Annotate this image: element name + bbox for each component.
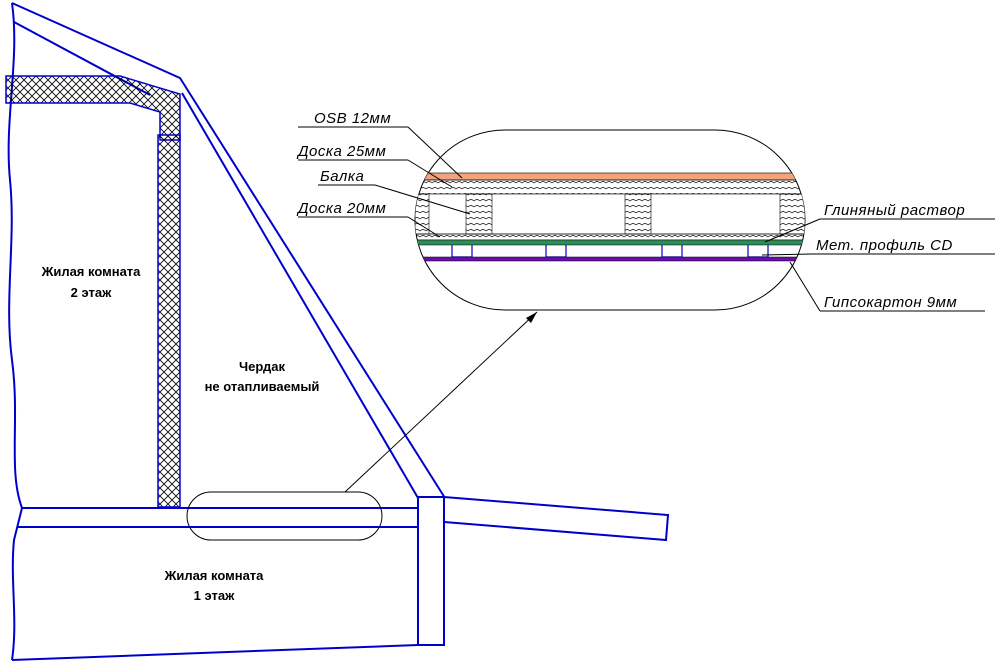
- label-profile: Мет. профиль CD: [816, 237, 953, 254]
- floor-slab: [11, 496, 670, 661]
- clay-layer: [415, 239, 805, 246]
- beam-1: [465, 193, 493, 235]
- board25-layer: [415, 179, 805, 195]
- osb-layer: [415, 172, 805, 181]
- beam-2: [624, 193, 652, 235]
- beam-3: [779, 193, 805, 235]
- label-beam: Балка: [320, 168, 364, 185]
- label-drywall: Гипсокартон 9мм: [824, 294, 957, 311]
- room-2-label-line2: 2 этаж: [71, 285, 112, 300]
- detail-capsule: [414, 129, 806, 311]
- insulation-wall: [157, 134, 181, 508]
- label-clay: Глиняный раствор: [824, 202, 965, 219]
- board20-layer: [415, 233, 805, 241]
- label-osb: OSB 12мм: [314, 110, 391, 127]
- room-1-label-line1: Жилая комната: [164, 568, 265, 583]
- left-callouts: [298, 126, 471, 238]
- attic-label-line2: не отапливаемый: [205, 379, 320, 394]
- label-board25: Доска 25мм: [296, 143, 386, 160]
- detail-leader: [344, 311, 538, 493]
- label-board20: Доска 20мм: [296, 200, 386, 217]
- detail-marker: [186, 491, 383, 541]
- insulation-top: [5, 75, 181, 141]
- room-1-label-line2: 1 этаж: [194, 588, 235, 603]
- attic-label-line1: Чердак: [239, 359, 285, 374]
- left-break-line: [7, 2, 24, 661]
- room-2-label-line1: Жилая комната: [41, 264, 142, 279]
- drywall-layer: [415, 256, 805, 262]
- right-callouts: [761, 218, 995, 312]
